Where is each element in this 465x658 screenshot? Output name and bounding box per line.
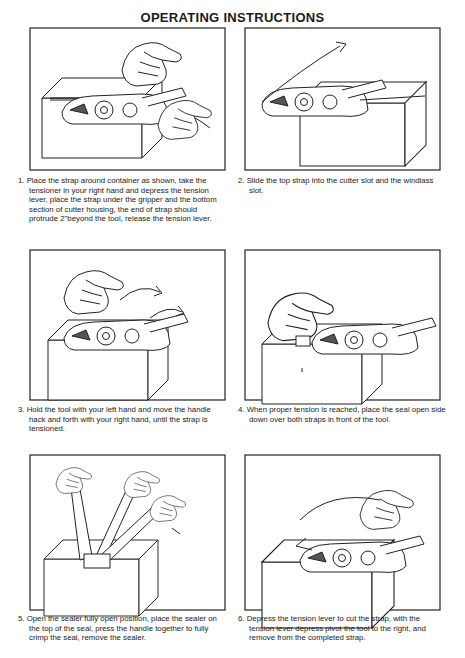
panel-frames <box>30 28 440 610</box>
page-title: OPERATING INSTRUCTIONS <box>0 10 465 25</box>
step-caption: 6. Depress the tension lever to cut the … <box>238 614 446 643</box>
step-2-figure <box>262 42 426 166</box>
step-3-figure <box>48 271 188 400</box>
step-6-figure <box>262 490 424 628</box>
step-caption: 4. When proper tension is reached, place… <box>238 405 446 424</box>
step-5-figure <box>44 468 186 616</box>
step-caption: 1. Place the strap around container as s… <box>18 176 228 224</box>
step-1-figure <box>42 43 211 158</box>
step-4-figure <box>262 293 436 404</box>
step-caption: 2. Slide the top strap into the cutter s… <box>238 176 446 195</box>
step-caption: 5. Open the sealer fully open position, … <box>18 614 228 643</box>
step-caption: 3. Hold the tool with your left hand and… <box>18 405 228 434</box>
